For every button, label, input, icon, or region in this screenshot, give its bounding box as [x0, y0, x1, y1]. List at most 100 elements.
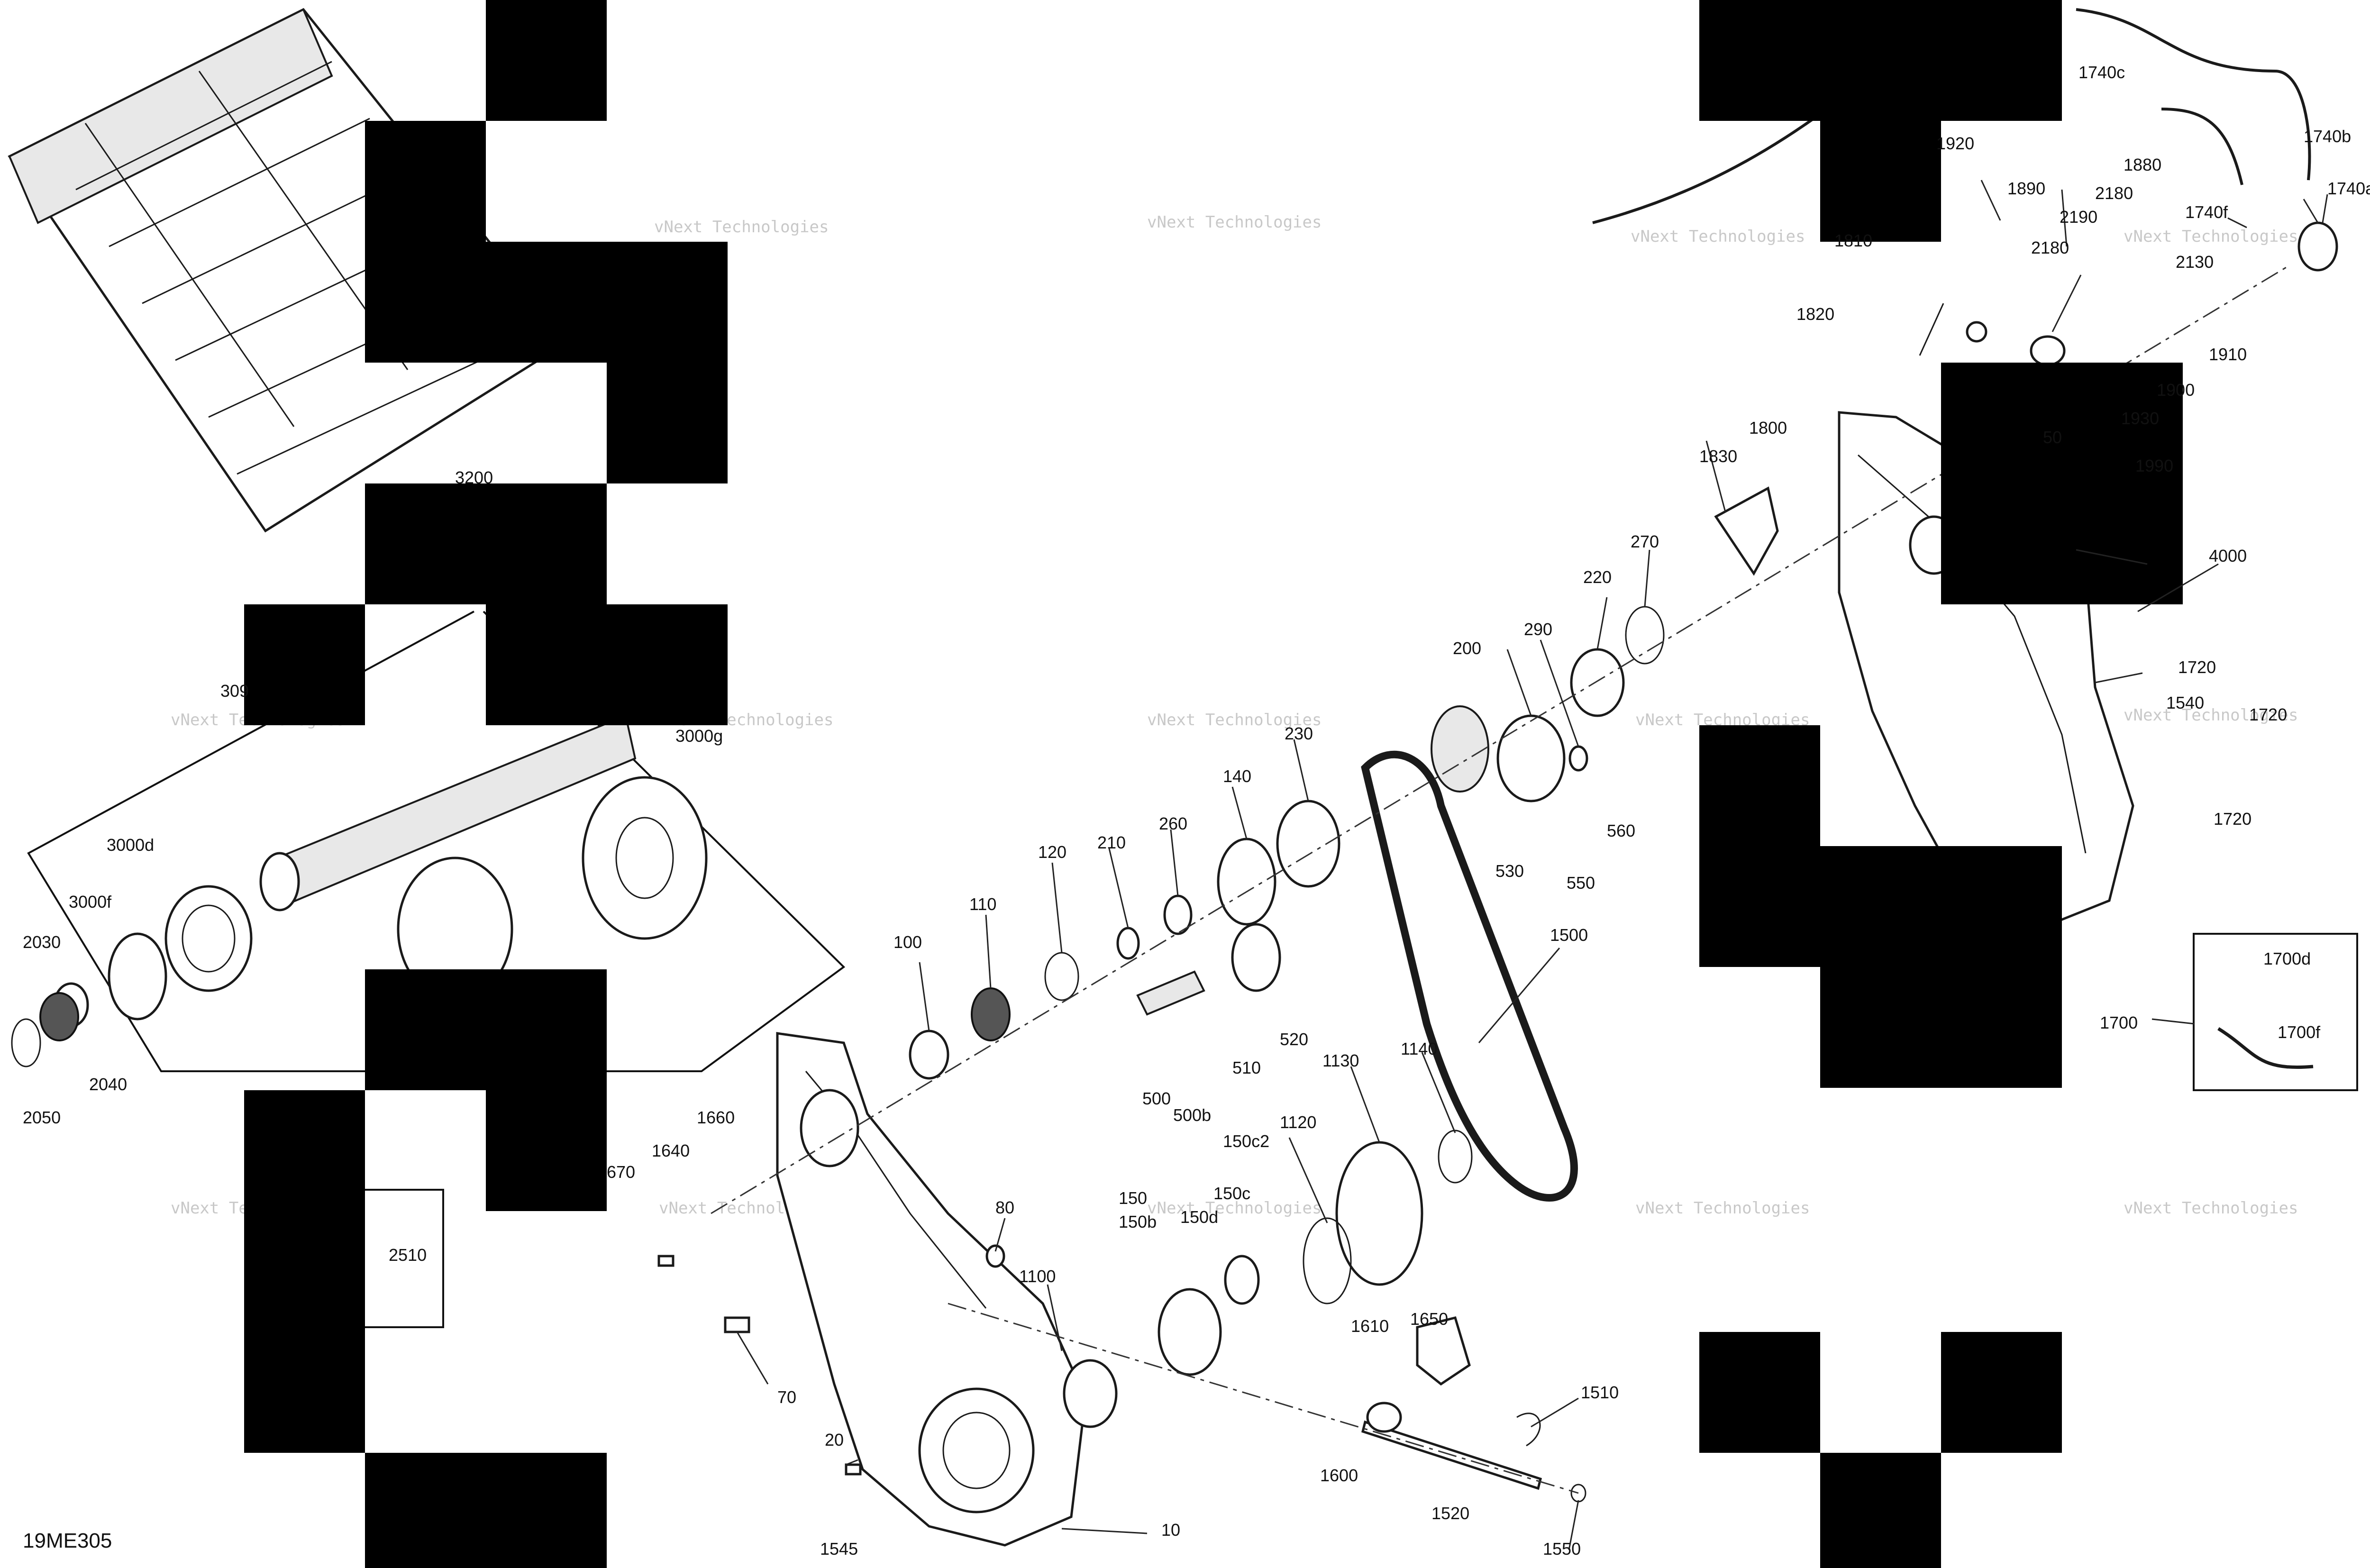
label-1120: 1120: [1280, 1112, 1316, 1132]
label-1890: 1890: [2007, 179, 2045, 198]
label-1600: 1600: [1320, 1466, 1358, 1485]
redaction-blocks: [244, 0, 2183, 1568]
drive-chain: [1361, 750, 1578, 1202]
label-1100: 1100: [1019, 1267, 1056, 1286]
label-1910: 1910: [2209, 345, 2247, 364]
label-150: 150: [1119, 1188, 1147, 1208]
label-150c: 150c: [1213, 1184, 1250, 1203]
label-1700: 1700: [2100, 1013, 2138, 1032]
part-labels: 10 20 70 80 100 110 120 140 150 150b 150…: [23, 63, 2370, 1559]
watermark-text: vNext Technologies: [2124, 706, 2298, 725]
label-150d: 150d: [1180, 1207, 1218, 1227]
label-3200: 3200: [455, 468, 493, 487]
label-510: 510: [1232, 1058, 1261, 1077]
label-1520: 1520: [1431, 1504, 1469, 1523]
label-1800: 1800: [1749, 418, 1787, 438]
label-210: 210: [1097, 833, 1126, 852]
label-4000: 4000: [2209, 546, 2247, 565]
label-270: 270: [1631, 532, 1659, 551]
label-550: 550: [1567, 873, 1595, 893]
label-1740a: 1740a: [2327, 179, 2370, 198]
chaincase-housing: [776, 1032, 1087, 1547]
label-1130: 1130: [1322, 1051, 1359, 1070]
label-1140: 1140: [1401, 1039, 1437, 1058]
label-1550: 1550: [1543, 1539, 1581, 1559]
label-309: 309: [220, 681, 249, 701]
label-520: 520: [1280, 1030, 1308, 1049]
label-1810: 1810: [1834, 231, 1872, 250]
label-2510: 2510: [389, 1245, 427, 1265]
hose-inset-box: [2193, 933, 2358, 1091]
label-1610: 1610: [1351, 1316, 1389, 1336]
watermark-text: vNext Technologies: [2124, 1199, 2298, 1218]
label-70: 70: [777, 1387, 796, 1407]
label-1880: 1880: [2124, 155, 2161, 174]
hose-inset-part: [2217, 1027, 2314, 1069]
label-100: 100: [893, 932, 922, 952]
label-2180-b: 2180: [2031, 238, 2069, 257]
label-260: 260: [1159, 814, 1187, 833]
watermark-text: vNext Technologies: [1631, 227, 1805, 246]
label-1920: 1920: [1936, 134, 1974, 153]
label-140: 140: [1223, 766, 1251, 786]
label-1660: 1660: [697, 1108, 735, 1127]
label-1820: 1820: [1796, 304, 1834, 324]
label-2130: 2130: [2176, 252, 2214, 272]
label-10: 10: [1161, 1520, 1180, 1540]
label-1720-b: 1720: [2249, 705, 2287, 724]
label-560: 560: [1607, 821, 1635, 840]
label-2050: 2050: [23, 1108, 61, 1127]
label-230: 230: [1285, 724, 1313, 743]
watermark-text: vNext Technologies: [654, 218, 829, 237]
label-1740f: 1740f: [2185, 202, 2228, 222]
label-1900: 1900: [2157, 380, 2195, 400]
label-1640: 1640: [652, 1141, 690, 1160]
label-110: 110: [969, 894, 996, 914]
label-3000d: 3000d: [107, 835, 154, 855]
label-1720-c: 1720: [2214, 809, 2252, 829]
watermark-layer: vNext Technologies vNext Technologies vN…: [166, 213, 2298, 1218]
watermark-text: vNext Technologies: [1635, 1199, 1810, 1218]
label-20: 20: [825, 1430, 844, 1449]
label-2180-a: 2180: [2095, 183, 2133, 203]
drive-shaft-assembly: [11, 611, 846, 1072]
label-1740b: 1740b: [2304, 127, 2351, 146]
label-1830: 1830: [1699, 447, 1737, 466]
label-150b: 150b: [1119, 1212, 1157, 1231]
assembly-axes: [711, 264, 2290, 1494]
gear-train: [909, 606, 1665, 1428]
label-220: 220: [1583, 567, 1612, 587]
label-2030: 2030: [23, 932, 61, 952]
label-2190: 2190: [2060, 207, 2097, 227]
label-670: 670: [607, 1162, 635, 1182]
label-3000f: 3000f: [69, 892, 112, 912]
label-500: 500: [1142, 1089, 1171, 1108]
label-530: 530: [1495, 861, 1524, 881]
label-150c2: 150c2: [1223, 1131, 1269, 1151]
watermark-text: vNext Technologies: [1147, 213, 1322, 232]
label-200: 200: [1453, 638, 1481, 658]
label-1930: 1930: [2121, 409, 2159, 428]
label-3000g: 3000g: [675, 726, 723, 746]
label-1740c: 1740c: [2078, 63, 2125, 82]
label-1720-a: 1720: [2178, 657, 2216, 677]
label-2040: 2040: [89, 1075, 127, 1094]
label-1700d: 1700d: [2263, 949, 2311, 968]
label-1510: 1510: [1581, 1383, 1619, 1402]
watermark-text: vNext Technologies: [1147, 1199, 1322, 1218]
label-120: 120: [1038, 842, 1066, 862]
label-1540: 1540: [2166, 693, 2204, 712]
label-1700f: 1700f: [2278, 1022, 2321, 1042]
label-290: 290: [1524, 620, 1552, 639]
figure-code: 19ME305: [23, 1529, 112, 1552]
label-500b: 500b: [1173, 1105, 1211, 1125]
label-1650: 1650: [1410, 1309, 1448, 1329]
leader-lines: [736, 180, 2328, 1550]
label-50: 50: [2043, 428, 2062, 447]
watermark-text: vNext Technologies: [1147, 711, 1322, 729]
label-80: 80: [995, 1198, 1014, 1217]
label-1990: 1990: [2135, 456, 2173, 475]
label-1545: 1545: [820, 1539, 858, 1559]
